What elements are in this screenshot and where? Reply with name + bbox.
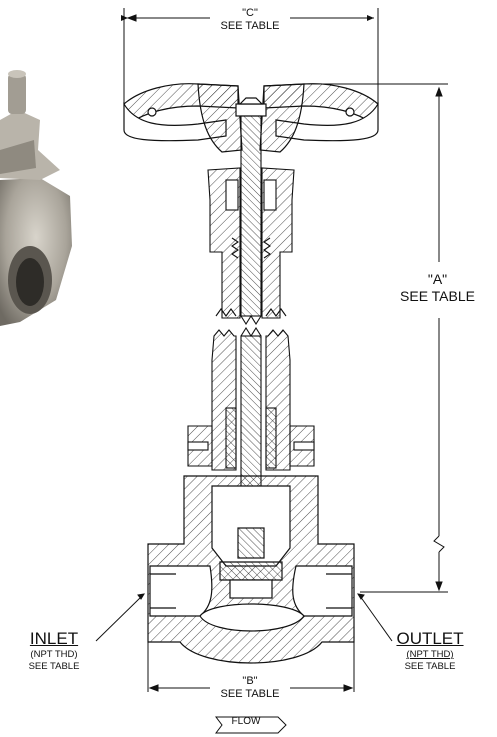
inlet-label: INLET <box>29 629 79 648</box>
port-leaders <box>95 593 393 642</box>
flow-label: FLOW <box>231 716 261 727</box>
dimension-c-lines <box>121 8 379 108</box>
dimension-c-note: SEE TABLE <box>220 20 280 32</box>
valve-stem <box>240 115 262 326</box>
valve-photo <box>0 70 72 326</box>
dimension-b-note: SEE TABLE <box>220 688 280 700</box>
bonnet-upper <box>207 167 295 319</box>
inlet-note: SEE TABLE <box>28 660 80 672</box>
valve-body <box>147 475 355 664</box>
outlet-note: SEE TABLE <box>404 660 456 672</box>
flow-arrow <box>215 716 287 734</box>
dimension-c-name: "C" <box>242 7 258 19</box>
dimension-b-name: "B" <box>242 675 258 687</box>
dimension-a-lines <box>300 83 448 593</box>
handwheel <box>123 83 379 153</box>
dimension-a-label: "A" SEE TABLE <box>380 272 495 303</box>
inlet-label-block: INLET (NPT THD) SEE TABLE <box>14 630 94 671</box>
dimension-a-note: SEE TABLE <box>400 288 475 304</box>
outlet-thread: (NPT THD) <box>406 649 454 660</box>
dimension-c-label: "C" SEE TABLE <box>200 8 300 32</box>
inlet-thread: (NPT THD) <box>30 649 78 660</box>
dimension-a-name: "A" <box>427 271 448 287</box>
dimension-b-label: "B" SEE TABLE <box>200 676 300 700</box>
outlet-label-block: OUTLET (NPT THD) SEE TABLE <box>390 630 470 671</box>
outlet-label: OUTLET <box>396 629 464 648</box>
